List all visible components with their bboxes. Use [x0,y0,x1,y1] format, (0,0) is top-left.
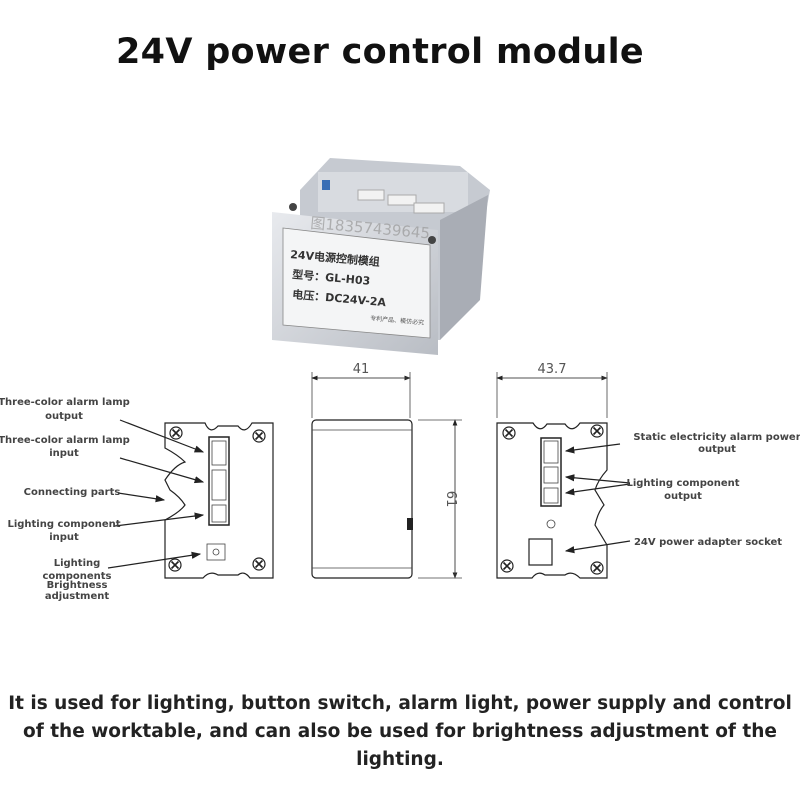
label-brightness-line3: Brightness [47,580,108,591]
label-lighting-input-line2: input [49,532,79,543]
label-alarm-input-line2: input [49,448,79,459]
label-connecting-parts: Connecting parts [24,487,121,498]
dip-switch [322,180,330,190]
product-photo: 24V电源控制模组 型号：GL-H03 电压：DC24V-2A 专利产品、模仿必… [272,158,490,355]
right-labels: Static electricity alarm power output Li… [626,432,800,548]
label-lighting-output-line1: Lighting component [626,478,739,489]
description-text: It is used for lighting, button switch, … [8,693,792,770]
label-adapter-socket: 24V power adapter socket [634,537,782,548]
page-title: 24V power control module [116,32,644,72]
left-labels: Three-color alarm lamp output Three-colo… [0,397,130,602]
label-brightness-line2: components [43,571,112,582]
label-alarm-output-line2: output [45,411,83,422]
label-lighting-input-line1: Lighting component [7,519,120,530]
photo-label-line2: 型号：GL-H03 [292,267,371,288]
label-lighting-output-line2: output [664,491,702,502]
label-alarm-input-line1: Three-color alarm lamp [0,435,130,446]
label-brightness-line1: Lighting [54,558,101,569]
dimension-side-width: 41 [353,362,370,377]
label-alarm-output-line1: Three-color alarm lamp [0,397,130,408]
dimension-back-width: 43.7 [538,362,567,377]
back-panel-drawing: 43.7 [496,362,631,579]
label-static-line2: output [698,444,736,455]
side-view-drawing: 41 61 [311,362,462,579]
dimension-height: 61 [443,491,458,508]
label-brightness-line4: adjustment [45,591,110,602]
label-static-line1: Static electricity alarm power [633,432,800,443]
front-panel-drawing [107,419,274,579]
